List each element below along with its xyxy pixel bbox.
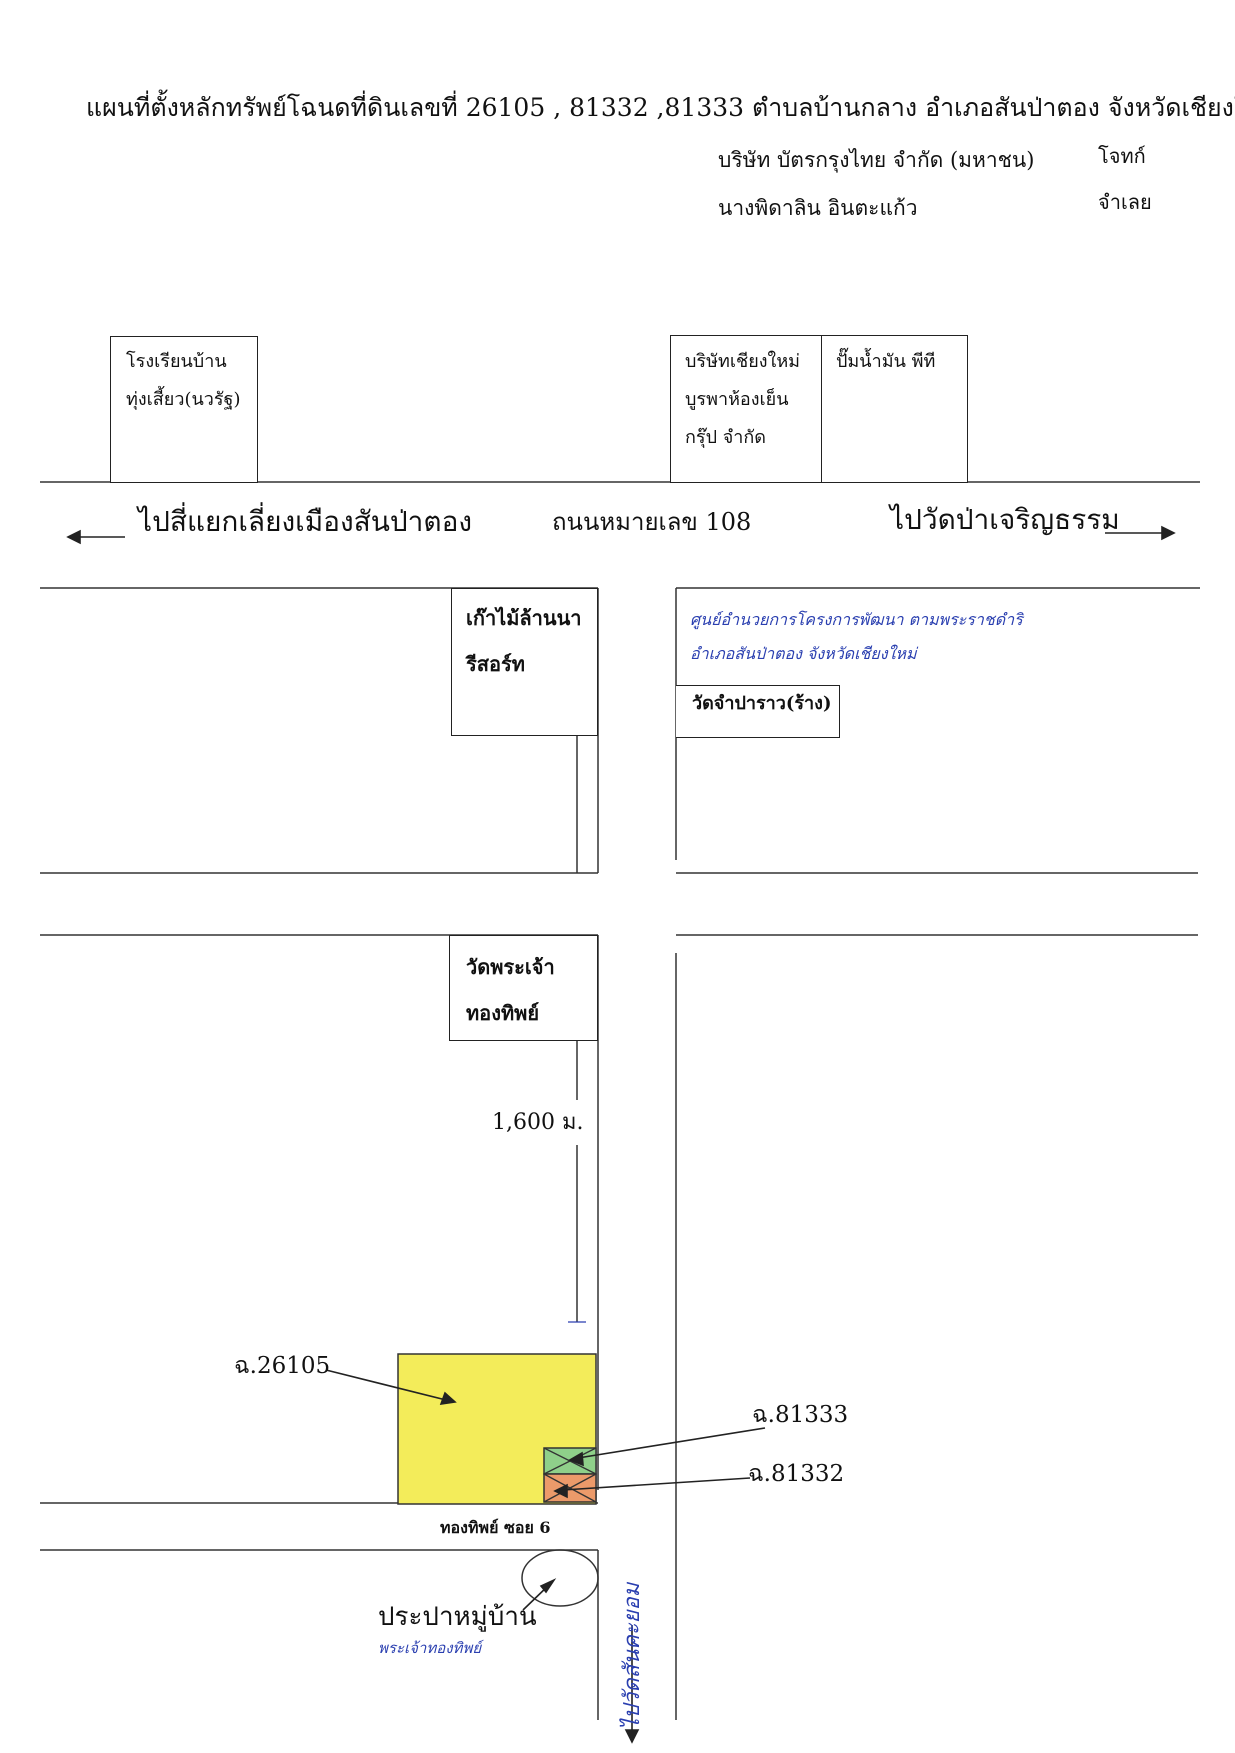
village-water-note: พระเจ้าทองทิพย์ (378, 1639, 482, 1657)
gas-station-box (821, 335, 968, 483)
soi-label: ทองทิพย์ ซอย 6 (440, 1518, 551, 1537)
village-water-label: ประปาหมู่บ้าน (378, 1602, 537, 1632)
parcel-81332-label: ฉ.81332 (748, 1461, 845, 1487)
main-road-label: ถนนหมายเลข 108 (552, 508, 752, 536)
school-label: โรงเรียนบ้าน ทุ่งเสี้ยว(นวรัฐ) (126, 351, 241, 410)
company-box (670, 335, 822, 483)
company-label: บริษัทเชียงใหม่ บูรพาห้องเย็น กรุ๊ป จำกั… (685, 351, 801, 448)
parcel-26105-label: ฉ.26105 (234, 1353, 331, 1379)
distance-label: 1,600 ม. (492, 1104, 584, 1139)
defendant-role: จำเลย (1098, 190, 1152, 214)
parcel-81333-label: ฉ.81333 (752, 1402, 849, 1428)
school-box (110, 336, 258, 483)
development-center-note: ศูนย์อำนวยการโครงการพัฒนา ตามพระราชดำริ … (690, 610, 1023, 663)
page-title: แผนที่ตั้งหลักทรัพย์โฉนดที่ดินเลขที่ 261… (86, 93, 1235, 122)
road-to-right-label: ไปวัดป่าเจริญธรรม (890, 503, 1120, 536)
gas-station-label: ปั๊มน้ำมัน พีที (836, 351, 936, 372)
defendant-name: นางพิดาลิน อินตะแก้ว (718, 196, 918, 220)
temple-phrachao-label: วัดพระเจ้า ทองทิพย์ (466, 955, 555, 1025)
down-road-note: ไปวัดสันคะยอม (620, 1582, 645, 1730)
temple-champarao-label: วัดจำปาราว(ร้าง) (692, 693, 832, 714)
temple-champarao-box (676, 685, 840, 738)
road-to-left-label: ไปสี่แยกเลี่ยงเมืองสันป่าตอง (138, 505, 473, 538)
temple-phrachao-box (449, 935, 598, 1041)
resort-box (451, 588, 598, 736)
plaintiff-role: โจทก์ (1098, 144, 1146, 168)
plaintiff-name: บริษัท บัตรกรุงไทย จำกัด (มหาชน) (718, 148, 1035, 172)
village-water-circle (521, 1549, 599, 1607)
resort-label: เก๊าไม้ล้านนา รีสอร์ท (466, 606, 582, 676)
